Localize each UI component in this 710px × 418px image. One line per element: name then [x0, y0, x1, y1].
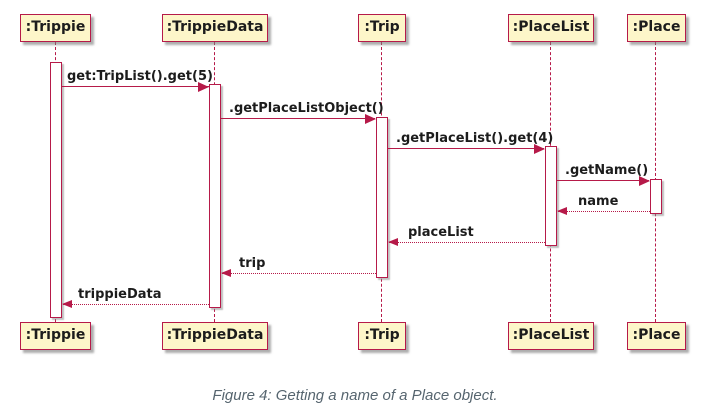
- message-label: trippieData: [78, 287, 162, 302]
- activation-bar-placelist: [545, 146, 557, 246]
- actor-box-trippiedata-top: :TrippieData: [162, 14, 268, 42]
- message-line: [388, 148, 544, 149]
- message-line: [62, 86, 209, 87]
- actor-box-trippie-bottom: :Trippie: [20, 322, 91, 350]
- message-line: [63, 304, 209, 305]
- arrowhead-icon: [534, 144, 545, 154]
- message-label: get:TripList().get(5): [67, 69, 213, 84]
- activation-bar-trippie: [50, 62, 62, 318]
- message-label: .getPlaceListObject(): [229, 101, 384, 116]
- activation-bar-trippiedata: [209, 84, 221, 308]
- arrowhead-icon: [62, 300, 72, 308]
- figure-caption: Figure 4: Getting a name of a Place obje…: [212, 387, 498, 404]
- arrowhead-icon: [198, 82, 209, 92]
- actor-box-trip-top: :Trip: [358, 14, 406, 42]
- message-line: [557, 180, 649, 181]
- activation-bar-trip: [376, 117, 388, 278]
- arrowhead-icon: [365, 114, 376, 124]
- arrowhead-icon: [221, 269, 231, 277]
- actor-box-place-bottom: :Place: [627, 322, 686, 350]
- message-line: [558, 211, 650, 212]
- message-line: [389, 242, 545, 243]
- message-line: [221, 118, 375, 119]
- actor-box-trip-bottom: :Trip: [358, 322, 406, 350]
- message-line: [222, 273, 376, 274]
- message-label: placeList: [408, 225, 474, 240]
- arrowhead-icon: [388, 238, 398, 246]
- message-label: name: [578, 194, 619, 209]
- message-label: .getName(): [565, 163, 649, 178]
- arrowhead-icon: [557, 207, 567, 215]
- actor-box-placelist-top: :PlaceList: [508, 14, 594, 42]
- actor-box-trippie-top: :Trippie: [20, 14, 91, 42]
- actor-box-placelist-bottom: :PlaceList: [508, 322, 594, 350]
- message-label: .getPlaceList().get(4): [396, 131, 554, 146]
- actor-box-place-top: :Place: [627, 14, 686, 42]
- arrowhead-icon: [639, 176, 650, 186]
- activation-bar-place: [650, 179, 662, 214]
- actor-box-trippiedata-bottom: :TrippieData: [162, 322, 268, 350]
- message-label: trip: [239, 256, 266, 271]
